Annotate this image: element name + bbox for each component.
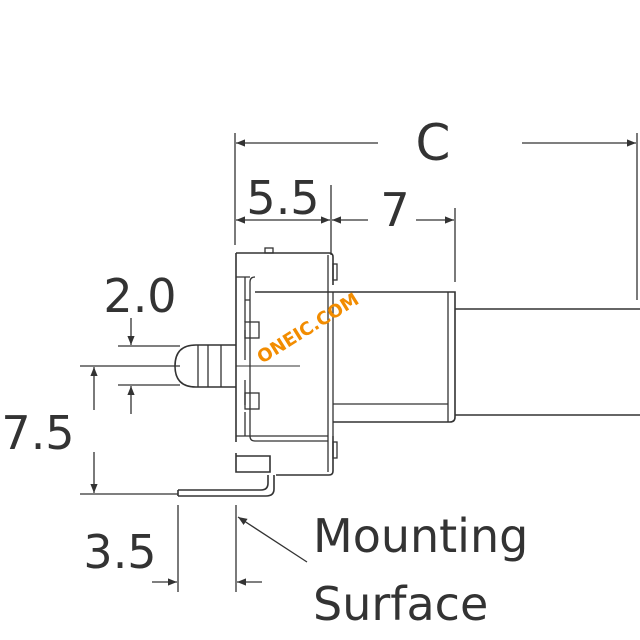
dimension-led-offset: 2.0 <box>103 269 180 414</box>
dimension-pin-offset: 3.5 <box>83 505 262 592</box>
body-inner-frame <box>236 276 250 436</box>
terminal-pin <box>177 453 275 497</box>
body-top-nub <box>264 247 274 254</box>
shaft-outline <box>455 308 640 416</box>
body-detent-lower <box>244 392 260 410</box>
body-side-tab-upper <box>332 263 338 281</box>
body-outline <box>235 252 334 476</box>
dimension-c: C <box>234 114 638 300</box>
dimension-label-3-5: 3.5 <box>83 525 156 579</box>
dimension-led-height: 7.5 <box>1 365 180 495</box>
dimension-label-7-5: 7.5 <box>1 406 74 460</box>
mounting-surface-label-line-1: Mounting <box>313 509 528 563</box>
led-dome <box>174 344 236 388</box>
terminal-block <box>235 453 271 473</box>
mounting-surface-leader <box>237 516 308 563</box>
watermark: ONEIC.COM <box>254 289 363 368</box>
dimension-label-5-5: 5.5 <box>246 171 319 225</box>
dimension-bushing-length: 7 <box>332 183 456 282</box>
dimension-body-depth: 5.5 <box>236 171 332 255</box>
dimension-label-7: 7 <box>380 183 409 237</box>
terminal-lead <box>177 475 275 497</box>
bushing-and-shaft <box>255 291 640 436</box>
mounting-surface-callout: Mounting Surface <box>237 509 528 631</box>
bushing-outline <box>255 291 456 423</box>
switch-body <box>235 247 338 476</box>
dimension-label-c: C <box>416 114 451 172</box>
mounting-surface-label-line-2: Surface <box>313 577 488 631</box>
body-detent-upper <box>244 321 260 339</box>
body-side-tab-lower <box>332 441 338 459</box>
bushing-base-curve <box>249 276 256 442</box>
dimension-label-2-0: 2.0 <box>103 269 176 323</box>
